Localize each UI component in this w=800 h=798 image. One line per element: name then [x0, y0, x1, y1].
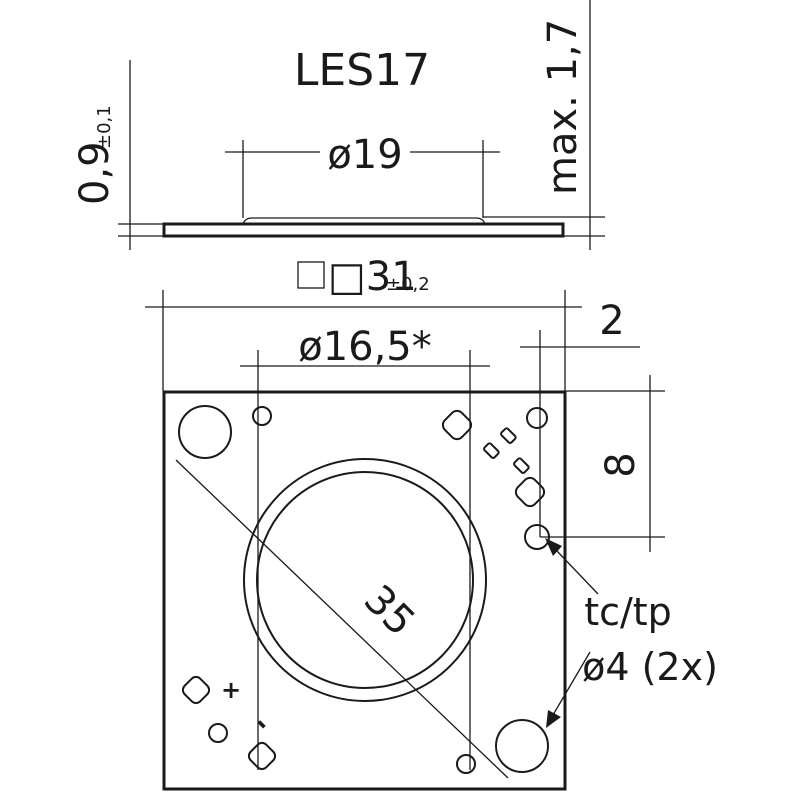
- max-height-label: max. 1,7: [540, 19, 586, 195]
- tc-tp-label: tc/tp: [584, 590, 672, 634]
- top-view-dimensions: □31 ±0,2 2 ø16,5* 8: [145, 254, 665, 770]
- minus-marking: -: [248, 710, 277, 739]
- mounting-hole: [178, 405, 232, 459]
- les-diameter-label: ø16,5*: [298, 324, 432, 370]
- board: 35 + -: [162, 390, 567, 791]
- square-label: □31: [328, 254, 417, 300]
- thickness-tolerance: ±0,1: [94, 105, 115, 149]
- edge-offset-label: 2: [599, 298, 624, 344]
- hole-offset-label: 8: [598, 452, 644, 477]
- side-profile: ø19 0,9 ±0,1 max. 1,7: [72, 0, 605, 250]
- title: LES17: [294, 45, 430, 96]
- diagonal-label: 35: [355, 577, 424, 646]
- plus-marking: +: [221, 676, 241, 704]
- thickness-label: 0,9: [72, 141, 118, 205]
- mounting-hole: [495, 719, 549, 773]
- square-tolerance: ±0,2: [386, 274, 430, 295]
- holes-label: ø4 (2x): [582, 645, 718, 689]
- dome-diameter-label: ø19: [327, 132, 402, 178]
- callouts: tc/tp ø4 (2x): [545, 538, 718, 728]
